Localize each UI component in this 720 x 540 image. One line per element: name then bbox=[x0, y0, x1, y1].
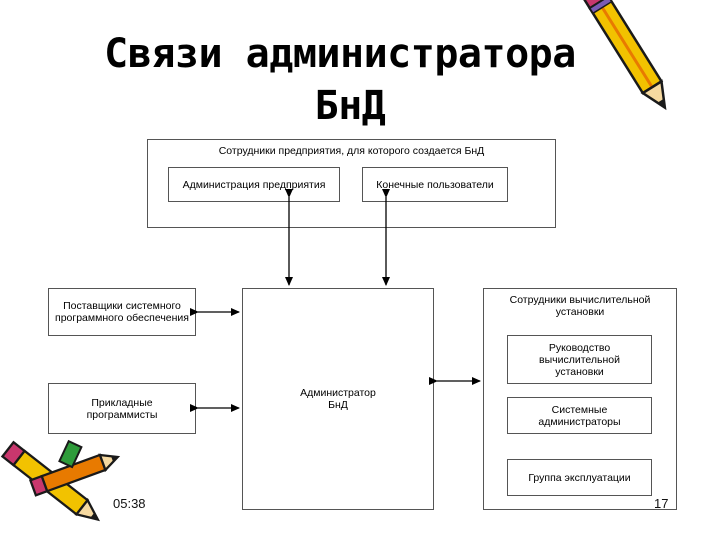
pencil-icon bbox=[578, 0, 667, 111]
enterprise-administration-box: Администрация предприятия bbox=[168, 167, 340, 202]
pencils-cluster-icon bbox=[0, 439, 121, 522]
app-programmers-box: Прикладные программисты bbox=[48, 383, 196, 434]
title-line-1: Связи администратора bbox=[104, 31, 576, 77]
compute-management-label: Руководство вычислительной установки bbox=[539, 341, 620, 378]
compute-management-box: Руководство вычислительной установки bbox=[507, 335, 652, 384]
db-administrator-box: Администратор БнД bbox=[242, 288, 434, 510]
software-vendors-label: Поставщики системного программного обесп… bbox=[55, 300, 189, 324]
software-vendors-box: Поставщики системного программного обесп… bbox=[48, 288, 196, 336]
enterprise-administration-label: Администрация предприятия bbox=[182, 178, 326, 191]
end-users-label: Конечные пользователи bbox=[376, 178, 494, 191]
compute-staff-group-label: Сотрудники вычислительной установки bbox=[509, 294, 651, 318]
system-administrators-box: Системные администраторы bbox=[507, 397, 652, 434]
db-administrator-label: Администратор БнД bbox=[300, 387, 376, 411]
app-programmers-label: Прикладные программисты bbox=[86, 396, 158, 421]
employees-group-label: Сотрудники предприятия, для которого соз… bbox=[218, 145, 485, 157]
slide-page-number: 17 bbox=[654, 496, 669, 511]
slide-time: 05:38 bbox=[113, 496, 146, 511]
operations-group-label: Группа эксплуатации bbox=[528, 471, 631, 484]
operations-group-box: Группа эксплуатации bbox=[507, 459, 652, 496]
title-line-2: БнД bbox=[314, 83, 386, 129]
slide-title: Связи администратора БнД bbox=[40, 28, 640, 132]
system-administrators-label: Системные администраторы bbox=[538, 403, 621, 428]
